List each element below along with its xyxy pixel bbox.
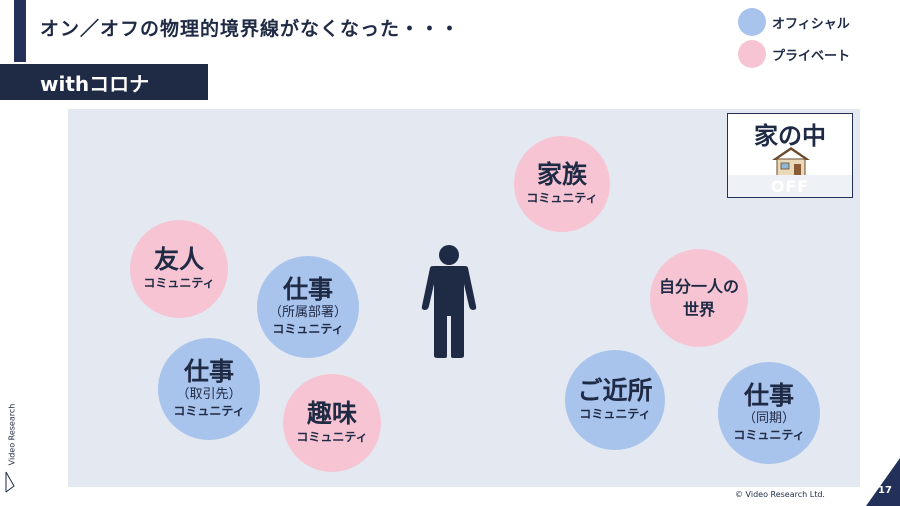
- page-title: オン／オフの物理的境界線がなくなった・・・: [40, 18, 461, 40]
- video-research-logo: [5, 471, 15, 493]
- person-icon: [421, 245, 477, 358]
- legend-item-private: プライベート: [738, 38, 850, 70]
- circle-work-dept: 仕事 （所属部署） コミュニティ: [257, 256, 359, 358]
- circle-work-dept-sub: コミュニティ: [272, 322, 344, 337]
- circle-hobby-sub: コミュニティ: [296, 429, 368, 444]
- circle-own-world-line2: 世界: [682, 300, 715, 319]
- home-title: 家の中: [754, 122, 826, 150]
- circle-work-client: 仕事 （取引先） コミュニティ: [158, 338, 260, 440]
- circle-work-client-title: 仕事: [183, 356, 234, 386]
- circle-work-dept-title: 仕事: [282, 274, 333, 304]
- header-accent-bar: [14, 0, 26, 62]
- legend-dot-official: [738, 8, 766, 36]
- circle-work-client-paren: （取引先）: [176, 386, 242, 402]
- legend-label-private: プライベート: [772, 48, 851, 64]
- circle-own-world: 自分一人の 世界: [650, 249, 748, 347]
- legend-dot-private: [738, 40, 766, 68]
- legend-item-official: オフィシャル: [738, 6, 850, 38]
- circle-work-dept-paren: （所属部署）: [268, 304, 347, 320]
- house-icon: [772, 147, 810, 178]
- section-label: withコロナ: [40, 72, 150, 96]
- legend-label-official: オフィシャル: [772, 16, 850, 32]
- page-number: 17: [878, 485, 892, 496]
- circle-friends-title: 友人: [153, 245, 204, 275]
- circle-neighbor: ご近所 コミュニティ: [565, 350, 665, 450]
- circle-own-world-line1: 自分一人の: [658, 276, 739, 296]
- circle-neighbor-title: ご近所: [577, 376, 653, 406]
- circle-hobby: 趣味 コミュニティ: [283, 374, 381, 472]
- corner-decoration: [866, 458, 900, 506]
- circle-work-peers: 仕事 （同期） コミュニティ: [718, 362, 820, 464]
- circle-friends: 友人 コミュニティ: [130, 220, 228, 318]
- legend: オフィシャル プライベート: [738, 6, 850, 70]
- home-status: OFF: [770, 177, 810, 196]
- circle-family: 家族 コミュニティ: [514, 136, 610, 232]
- copyright: © Video Research Ltd.: [735, 490, 825, 499]
- circle-work-peers-paren: （同期）: [742, 410, 795, 426]
- section-band: [0, 64, 208, 100]
- circle-friends-sub: コミュニティ: [143, 275, 215, 290]
- circle-work-peers-title: 仕事: [743, 380, 794, 410]
- home-box: 家の中 OFF: [727, 113, 853, 198]
- circle-neighbor-sub: コミュニティ: [579, 406, 651, 421]
- circle-family-title: 家族: [536, 160, 587, 190]
- circle-family-sub: コミュニティ: [526, 190, 598, 205]
- circle-hobby-title: 趣味: [306, 399, 357, 429]
- brand-text: Video Research: [7, 403, 17, 466]
- circle-work-client-sub: コミュニティ: [173, 404, 245, 419]
- circle-work-peers-sub: コミュニティ: [733, 428, 805, 443]
- home-off-strip: [728, 175, 852, 197]
